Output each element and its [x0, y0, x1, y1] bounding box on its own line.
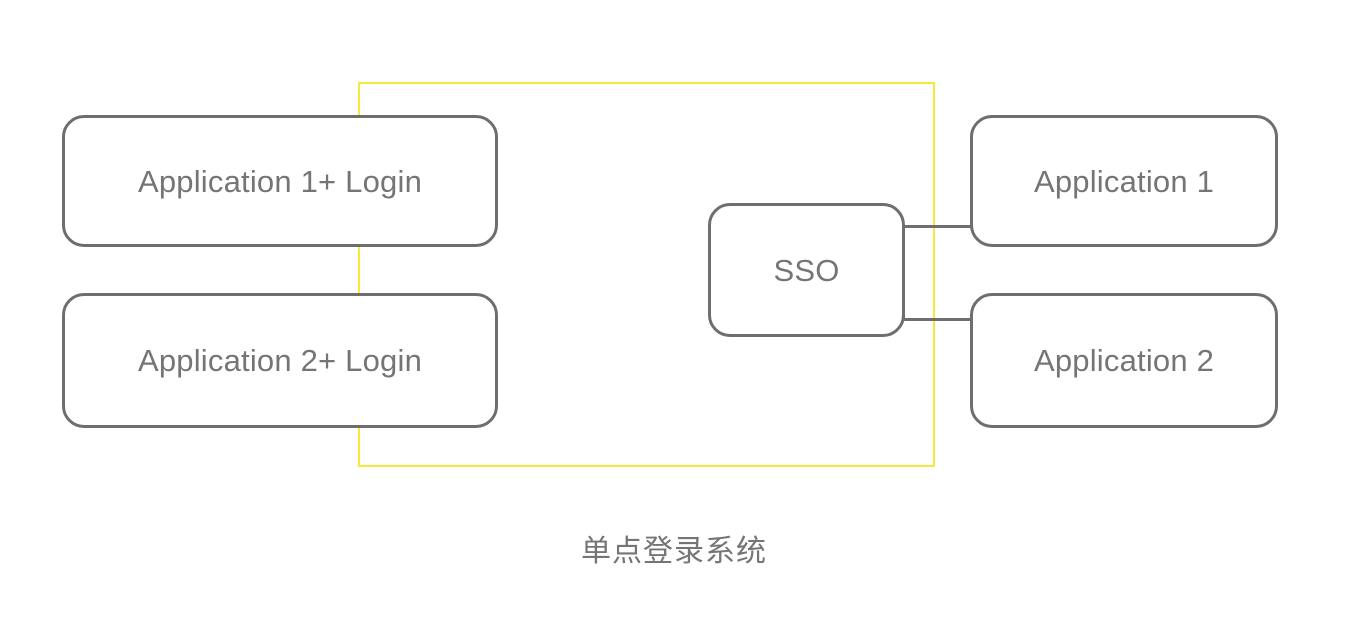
node-application-2-login-label: Application 2+ Login — [137, 343, 423, 378]
node-sso[interactable]: SSO — [708, 203, 905, 337]
node-application-1-label: Application 1 — [1033, 163, 1215, 199]
sso-system-boundary-rect — [358, 82, 935, 467]
node-application-2-label: Application 2 — [1033, 343, 1215, 378]
node-application-1[interactable]: Application 1 — [970, 115, 1278, 247]
node-application-1-login[interactable]: Application 1+ Login — [62, 115, 498, 247]
node-application-1-login-label: Application 1+ Login — [137, 163, 423, 199]
connector-sso-to-app1 — [902, 225, 972, 228]
node-sso-label: SSO — [773, 252, 840, 288]
connector-sso-to-app2 — [902, 318, 972, 321]
diagram-caption: 单点登录系统 — [581, 535, 767, 568]
node-application-2[interactable]: Application 2 — [970, 293, 1278, 428]
node-application-2-login[interactable]: Application 2+ Login — [62, 293, 498, 428]
